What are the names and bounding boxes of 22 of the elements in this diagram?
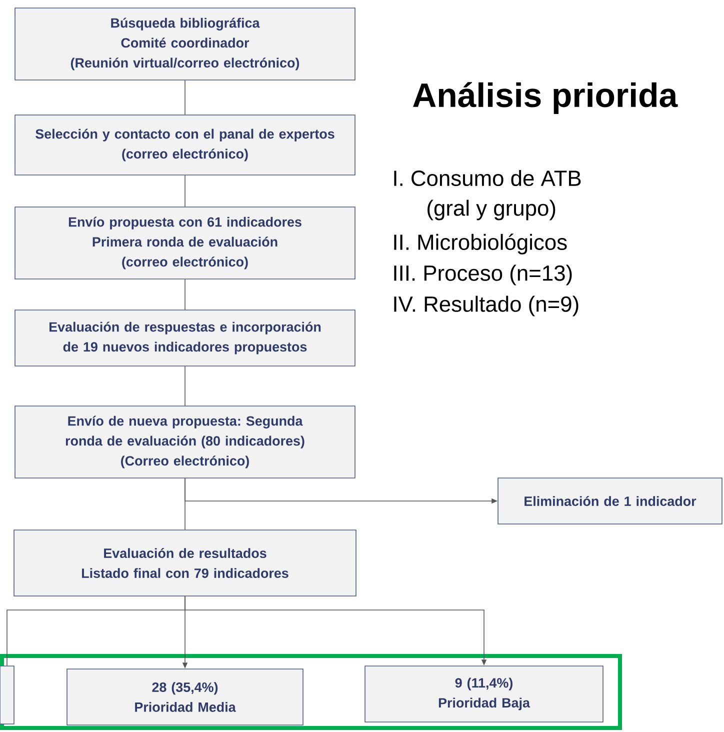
highlight-frame [0, 654, 622, 730]
list-item: III. Proceso (n=13) [394, 264, 572, 286]
connector [184, 80, 186, 115]
heading: Análisis priorida [413, 82, 678, 114]
list-item: I. Consumo de ATB [394, 170, 581, 186]
connector [184, 279, 186, 310]
process-box: Envío de nueva propuesta: Segunda ronda de evaluación (80 indicadores) (Correo electrónico) [14, 406, 356, 478]
process-box [0, 666, 14, 724]
process-box: Evaluación de respuestas e incorporación de 19 nuevos indicadores propuestos [14, 310, 356, 366]
process-box: Selección y contacto con el panal de expertos (correo electrónico) [14, 114, 356, 176]
process-box: 9 (11,4%) Prioridad Baja [364, 666, 604, 722]
process-box: Envío propuesta con 61 indicadores Primera ronda de evaluación (correo electrónico) [14, 206, 356, 280]
list-item: IV. Resultado (n=9) [394, 296, 578, 316]
connector [184, 175, 186, 207]
connector [184, 366, 186, 406]
process-box: 28 (35,4%) Prioridad Media [66, 668, 304, 726]
list-item: II. Microbiológicos [394, 234, 567, 254]
process-box: Evaluación de resultados Listado final con 79 indicadores [14, 530, 356, 596]
list-item: (gral y grupo) [428, 200, 556, 220]
connector [184, 478, 186, 530]
process-box: Eliminación de 1 indicador [498, 478, 722, 524]
process-box: Búsqueda bibliográfica Comité coordinador (Reunión virtual/correo electrónico) [14, 8, 356, 80]
